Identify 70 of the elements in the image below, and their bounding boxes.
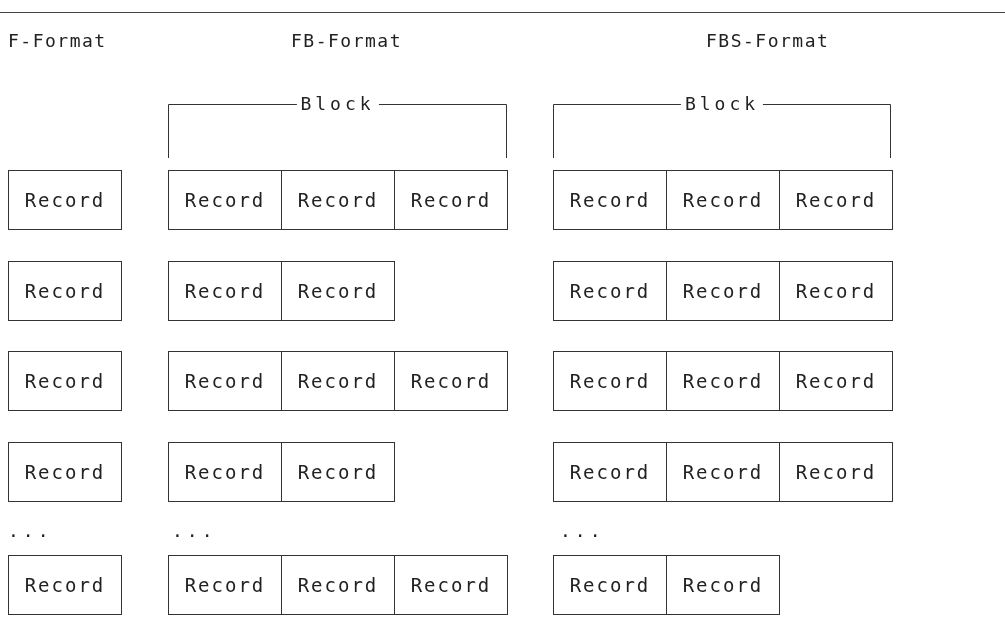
record-label: Record <box>184 370 266 392</box>
record-label: Record <box>297 280 379 302</box>
record-label: Record <box>795 461 877 483</box>
record-label: Record <box>297 189 379 211</box>
record-label: Record <box>410 370 492 392</box>
record-label: Record <box>24 189 106 211</box>
record-box <box>281 261 395 321</box>
record-box <box>779 442 893 502</box>
record-label: Record <box>569 370 651 392</box>
ellipsis: ... <box>8 520 53 541</box>
record-box <box>168 442 282 502</box>
record-box <box>394 170 508 230</box>
record-label: Record <box>410 189 492 211</box>
record-label: Record <box>682 189 764 211</box>
record-box <box>168 351 282 411</box>
record-box <box>779 261 893 321</box>
record-label: Record <box>682 370 764 392</box>
record-box <box>666 170 780 230</box>
record-box <box>553 555 667 615</box>
record-label: Record <box>184 461 266 483</box>
record-box <box>553 442 667 502</box>
record-box <box>8 170 122 230</box>
record-label: Record <box>24 461 106 483</box>
record-box <box>8 261 122 321</box>
record-label: Record <box>795 370 877 392</box>
record-box <box>168 170 282 230</box>
column-heading: FBS-Format <box>706 30 830 51</box>
record-label: Record <box>24 280 106 302</box>
record-box <box>8 351 122 411</box>
record-box <box>666 555 780 615</box>
record-label: Record <box>795 189 877 211</box>
record-label: Record <box>682 461 764 483</box>
record-label: Record <box>184 189 266 211</box>
column-heading: F-Format <box>8 30 107 51</box>
record-box <box>394 351 508 411</box>
record-label: Record <box>569 280 651 302</box>
record-box <box>281 170 395 230</box>
record-box <box>666 442 780 502</box>
record-label: Record <box>569 461 651 483</box>
record-box <box>281 442 395 502</box>
record-label: Record <box>795 280 877 302</box>
record-box <box>553 170 667 230</box>
record-box <box>779 170 893 230</box>
record-label: Record <box>184 574 266 596</box>
record-box <box>168 261 282 321</box>
record-label: Record <box>297 574 379 596</box>
record-label: Record <box>682 280 764 302</box>
record-box <box>8 442 122 502</box>
record-label: Record <box>410 574 492 596</box>
record-label: Record <box>297 461 379 483</box>
record-label: Record <box>24 370 106 392</box>
record-label: Record <box>569 189 651 211</box>
record-label: Record <box>297 370 379 392</box>
record-label: Record <box>184 280 266 302</box>
record-label: Record <box>682 574 764 596</box>
record-box <box>168 555 282 615</box>
record-box <box>281 351 395 411</box>
ellipsis: ... <box>172 520 217 541</box>
record-box <box>8 555 122 615</box>
ellipsis: ... <box>560 520 605 541</box>
record-box <box>394 555 508 615</box>
record-box <box>666 351 780 411</box>
record-box <box>779 351 893 411</box>
record-label: Record <box>24 574 106 596</box>
record-box <box>666 261 780 321</box>
record-box <box>553 351 667 411</box>
record-box <box>281 555 395 615</box>
record-box <box>553 261 667 321</box>
record-label: Record <box>569 574 651 596</box>
column-heading: FB-Format <box>291 30 403 51</box>
